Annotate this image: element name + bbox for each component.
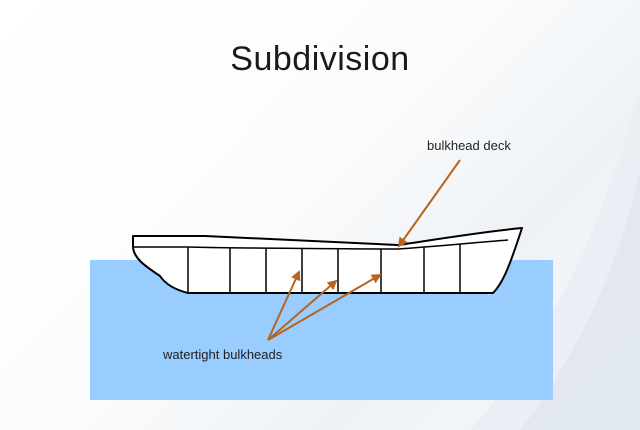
- watertight-bulkheads-label: watertight bulkheads: [163, 347, 283, 362]
- arrow-watertight-bulkhead-2: [267, 279, 338, 341]
- arrow-bulkhead-deck: [397, 159, 461, 248]
- arrow-watertight-bulkhead-1: [267, 270, 301, 341]
- slide-title: Subdivision: [230, 40, 410, 78]
- ship-hull: [132, 227, 523, 294]
- arrow-watertight-bulkhead-3: [267, 273, 382, 341]
- bulkhead-deck-line: [133, 239, 509, 250]
- bulkhead-deck-label: bulkhead deck: [427, 138, 511, 153]
